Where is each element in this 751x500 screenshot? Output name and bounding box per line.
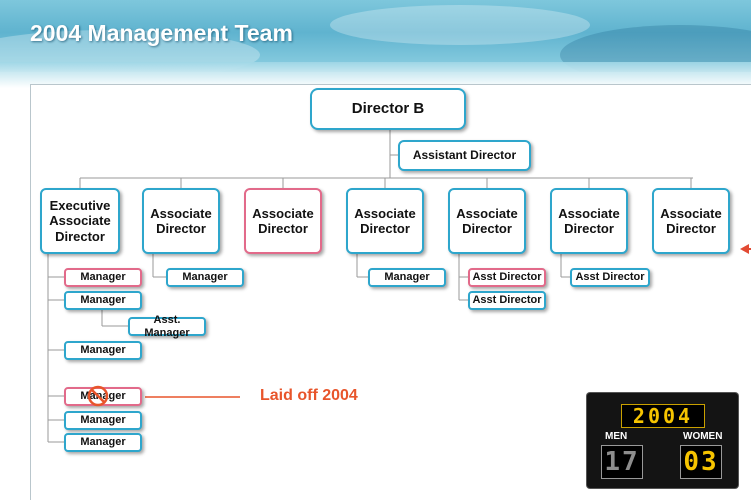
pointer-arrow-line — [748, 248, 751, 250]
associate-director-box: Associate Director — [346, 188, 424, 254]
men-label: MEN — [605, 431, 628, 442]
asst-director-box: Asst Director — [468, 291, 546, 310]
manager-box: Manager — [64, 268, 142, 287]
manager-box: Manager — [64, 341, 142, 360]
slide-title: 2004 Management Team — [30, 20, 293, 46]
asst-director-box: Asst Director — [468, 268, 546, 287]
header-banner — [0, 0, 751, 72]
associate-director-box: Associate Director — [550, 188, 628, 254]
scoreboard-year: 2004 — [621, 404, 705, 428]
manager-box: Manager — [166, 268, 244, 287]
asst-director-box: Asst Director — [570, 268, 650, 287]
manager-box: Manager — [64, 291, 142, 310]
women-count: 03 — [680, 445, 722, 479]
associate-director-box: Associate Director — [652, 188, 730, 254]
manager-box: Manager — [64, 433, 142, 452]
associate-director-box: Associate Director — [142, 188, 220, 254]
header-fade — [0, 62, 751, 88]
laid-off-label: Laid off 2004 — [260, 387, 358, 404]
manager-box: Manager — [64, 411, 142, 430]
prohibited-icon — [87, 385, 109, 407]
asst-manager-box: Asst. Manager — [128, 314, 206, 339]
manager-box: Manager — [368, 268, 446, 287]
executive-associate-director-box: Executive Associate Director — [40, 188, 120, 254]
director-box: Director B — [310, 88, 466, 130]
associate-director-box: Associate Director — [448, 188, 526, 254]
scoreboard: 2004 MEN WOMEN 17 03 — [587, 393, 738, 488]
women-label: WOMEN — [683, 431, 723, 442]
men-count: 17 — [601, 445, 643, 479]
pointer-arrow-icon — [740, 244, 749, 254]
associate-director-box: Associate Director — [244, 188, 322, 254]
assistant-director-box: Assistant Director — [398, 140, 531, 171]
